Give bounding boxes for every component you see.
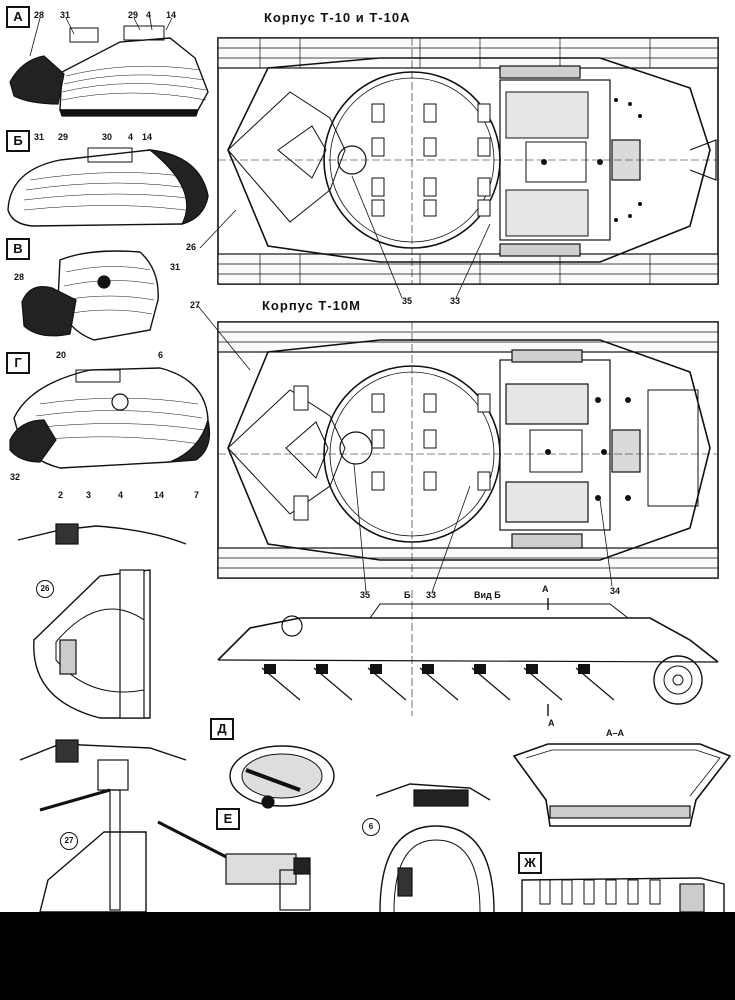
callout-a-31: 31	[60, 10, 71, 20]
callout-b-30: 30	[102, 132, 113, 142]
drawing-sheet: Корпус Т-10 и Т-10А Корпус Т-10М А Б В Г…	[6, 6, 732, 912]
callout-g-7: 7	[194, 490, 200, 500]
view-label-b: Б	[6, 130, 30, 152]
callout-g-4: 4	[118, 490, 124, 500]
detail-ref-6: 6	[362, 818, 380, 836]
turret-view-g	[9, 367, 211, 469]
section-title-aa: А–А	[606, 728, 625, 738]
turret-view-b	[7, 147, 209, 227]
hull-top-title: Корпус Т-10 и Т-10А	[264, 10, 411, 25]
callout-hull-35a: 35	[402, 296, 413, 306]
callout-hull-33b: 33	[426, 590, 437, 600]
callout-hull-vid-b: Вид Б	[474, 590, 501, 600]
callout-a-14: 14	[166, 10, 177, 20]
view-label-zh: Ж	[518, 852, 542, 874]
detail-6	[375, 783, 495, 912]
callout-b-14: 14	[142, 132, 153, 142]
view-label-v: В	[6, 238, 30, 260]
detail-ref-27: 27	[60, 832, 78, 850]
detail-26	[17, 523, 187, 719]
callout-a-4: 4	[146, 10, 152, 20]
hull-side-view	[217, 590, 719, 716]
callout-g-14: 14	[154, 490, 165, 500]
callout-hull-27: 27	[190, 300, 201, 310]
callout-a-29: 29	[128, 10, 139, 20]
section-arrow-a-top: А	[542, 584, 549, 594]
technical-drawing	[7, 17, 732, 912]
detail-ref-26: 26	[36, 580, 54, 598]
callout-hull-34: 34	[610, 586, 621, 596]
detail-view-zh	[521, 877, 725, 912]
callout-b-31: 31	[34, 132, 45, 142]
callout-g-20: 20	[56, 350, 67, 360]
callout-b-29: 29	[58, 132, 69, 142]
detail-view-e	[157, 820, 311, 911]
detail-27	[19, 739, 187, 912]
callout-v-28: 28	[14, 272, 25, 282]
callout-hull-35b: 35	[360, 590, 371, 600]
callout-b-4: 4	[128, 132, 134, 142]
callout-hull-26: 26	[186, 242, 197, 252]
view-label-g: Г	[6, 352, 30, 374]
callout-g-2: 2	[58, 490, 64, 500]
turret-view-v	[21, 250, 159, 341]
hull-bottom-title: Корпус Т-10М	[262, 298, 361, 313]
callout-hull-b-arrow: Б	[404, 590, 411, 600]
callout-a-28: 28	[34, 10, 45, 20]
view-label-d: Д	[210, 718, 234, 740]
section-arrow-a-bottom: А	[548, 718, 555, 728]
hull-top-view-t10m	[217, 321, 719, 579]
callout-g-32: 32	[10, 472, 21, 482]
turret-view-a	[9, 25, 209, 117]
view-label-e: Е	[216, 808, 240, 830]
detail-view-d	[229, 745, 335, 809]
callout-g-6: 6	[158, 350, 164, 360]
bottom-black-band	[0, 912, 735, 1000]
hull-top-view-t10	[217, 37, 719, 285]
callout-g-3: 3	[86, 490, 92, 500]
view-label-a: А	[6, 6, 30, 28]
callout-v-31: 31	[170, 262, 181, 272]
callout-hull-33a: 33	[450, 296, 461, 306]
section-a-a	[512, 743, 732, 827]
